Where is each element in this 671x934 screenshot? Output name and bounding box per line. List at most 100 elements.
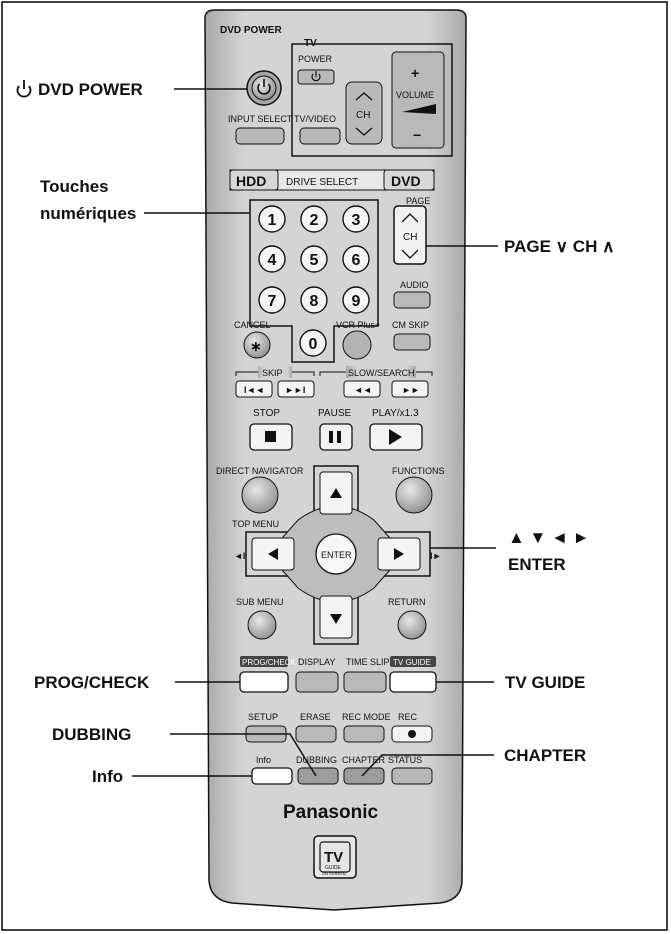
- digit-7-text: 7: [268, 293, 277, 310]
- vcr-plus-button[interactable]: [342, 330, 372, 360]
- cm-skip-text: CM SKIP: [392, 320, 429, 330]
- display-text: DISPLAY: [298, 657, 335, 667]
- ch-down-icon: [355, 127, 373, 136]
- touches-label-line2: numériques: [40, 204, 136, 223]
- functions-button[interactable]: [395, 476, 433, 514]
- fast-forward-button[interactable]: [391, 380, 429, 398]
- chapter-button[interactable]: [343, 767, 385, 785]
- dubbing-label: DUBBING: [52, 725, 131, 744]
- digit-1-text: 1: [268, 212, 277, 229]
- time-slip-text: TIME SLIP: [346, 657, 390, 667]
- page-ch-button[interactable]: [393, 205, 427, 265]
- tv-guide-callout: TV GUIDE: [436, 673, 585, 692]
- enter-text: ENTER: [321, 550, 352, 560]
- hdd-button[interactable]: [229, 169, 279, 191]
- time-slip-button[interactable]: [343, 671, 387, 693]
- right-arrow-icon: [394, 548, 404, 560]
- digit-9-button[interactable]: [342, 286, 370, 314]
- rec-mode-button[interactable]: [343, 725, 385, 743]
- arrows-label-line2: ENTER: [508, 555, 566, 574]
- audio-text: AUDIO: [400, 280, 429, 290]
- erase-text: ERASE: [300, 712, 331, 722]
- tv-guide-button[interactable]: [389, 671, 437, 693]
- info-text: Info: [256, 755, 271, 765]
- page-down-icon: [401, 249, 419, 259]
- info-button[interactable]: [251, 767, 293, 785]
- page-up-icon: [401, 213, 419, 223]
- arrows-label-line1: ▲ ▼ ◄ ►: [508, 528, 589, 547]
- cm-skip-button[interactable]: [393, 333, 431, 351]
- tv-video-button[interactable]: [299, 127, 341, 145]
- tv-guide-logo: TV GUIDE ON SCREEN: [313, 835, 357, 879]
- rewind-icon: ◄◄: [354, 385, 372, 395]
- digit-4-button[interactable]: [258, 245, 286, 273]
- pause-text: PAUSE: [318, 408, 351, 419]
- tv-ch-rocker[interactable]: [345, 81, 383, 145]
- input-select-button[interactable]: [235, 127, 285, 145]
- direct-navigator-button[interactable]: [241, 476, 279, 514]
- fast-forward-icon: ►►: [402, 385, 420, 395]
- chapter-callout: CHAPTER: [361, 746, 586, 777]
- number-pad-outline: [249, 199, 379, 363]
- sub-menu-button[interactable]: [247, 610, 277, 640]
- touches-label-line1: Touches: [40, 177, 109, 196]
- dvd-button[interactable]: [383, 169, 435, 191]
- digit-1-button[interactable]: [258, 205, 286, 233]
- prog-check-button[interactable]: [239, 671, 289, 693]
- page-ch-text: CH: [403, 232, 417, 243]
- digit-9-text: 9: [352, 293, 361, 310]
- return-button[interactable]: [397, 610, 427, 640]
- cancel-text: CANCEL: [234, 320, 271, 330]
- digit-0-button[interactable]: [299, 329, 327, 357]
- status-text: STATUS: [388, 755, 422, 765]
- asterisk-icon: ∗: [250, 338, 262, 354]
- volume-rocker[interactable]: [391, 51, 445, 149]
- sub-menu-text: SUB MENU: [236, 597, 284, 607]
- hdd-text: HDD: [236, 173, 266, 189]
- volume-plus-icon: +: [411, 65, 419, 81]
- top-menu-text: TOP MENU: [232, 519, 279, 529]
- skip-back-button[interactable]: [235, 380, 273, 398]
- digit-8-button[interactable]: [300, 286, 328, 314]
- ch-up-icon: [355, 92, 373, 101]
- tv-guide-logo-tv: TV: [324, 849, 343, 866]
- cancel-button[interactable]: [243, 331, 271, 359]
- dvd-text: DVD: [391, 173, 421, 189]
- pause-button[interactable]: [319, 423, 353, 451]
- dubbing-button[interactable]: [297, 767, 339, 785]
- ch-text: CH: [356, 110, 370, 121]
- skip-forward-button[interactable]: [277, 380, 315, 398]
- digit-2-text: 2: [310, 212, 319, 229]
- audio-button[interactable]: [393, 291, 431, 309]
- digit-5-text: 5: [310, 252, 319, 269]
- rec-dot-icon: [408, 730, 416, 738]
- rewind-button[interactable]: [343, 380, 381, 398]
- info-callout: Info: [92, 767, 252, 786]
- label-power-icon: [16, 80, 32, 98]
- display-button[interactable]: [295, 671, 339, 693]
- digit-2-button[interactable]: [300, 205, 328, 233]
- digit-3-button[interactable]: [342, 205, 370, 233]
- erase-button[interactable]: [295, 725, 337, 743]
- tv-text: TV: [304, 38, 317, 49]
- dvd-power-knob: [251, 75, 277, 101]
- digit-5-button[interactable]: [300, 245, 328, 273]
- status-button[interactable]: [391, 767, 433, 785]
- tv-block: [291, 43, 453, 157]
- setup-text: SETUP: [248, 712, 278, 722]
- digit-7-button[interactable]: [258, 286, 286, 314]
- dvd-power-callout: DVD POWER: [16, 80, 247, 99]
- input-select-text: INPUT SELECT: [228, 114, 293, 124]
- enter-button[interactable]: [315, 533, 357, 575]
- tv-guide-label: TV GUIDE: [505, 673, 585, 692]
- digit-6-text: 6: [352, 252, 361, 269]
- dubbing-text: DUBBING: [296, 755, 337, 765]
- volume-wedge-icon: [402, 104, 436, 114]
- page-text: PAGE: [406, 196, 430, 206]
- dvd-power-label: DVD POWER: [38, 80, 143, 99]
- slow-search-text: SLOW/SEARCH: [348, 368, 415, 378]
- digit-6-button[interactable]: [342, 245, 370, 273]
- digit-4-text: 4: [268, 252, 277, 269]
- skip-forward-icon: ►►I: [285, 385, 305, 395]
